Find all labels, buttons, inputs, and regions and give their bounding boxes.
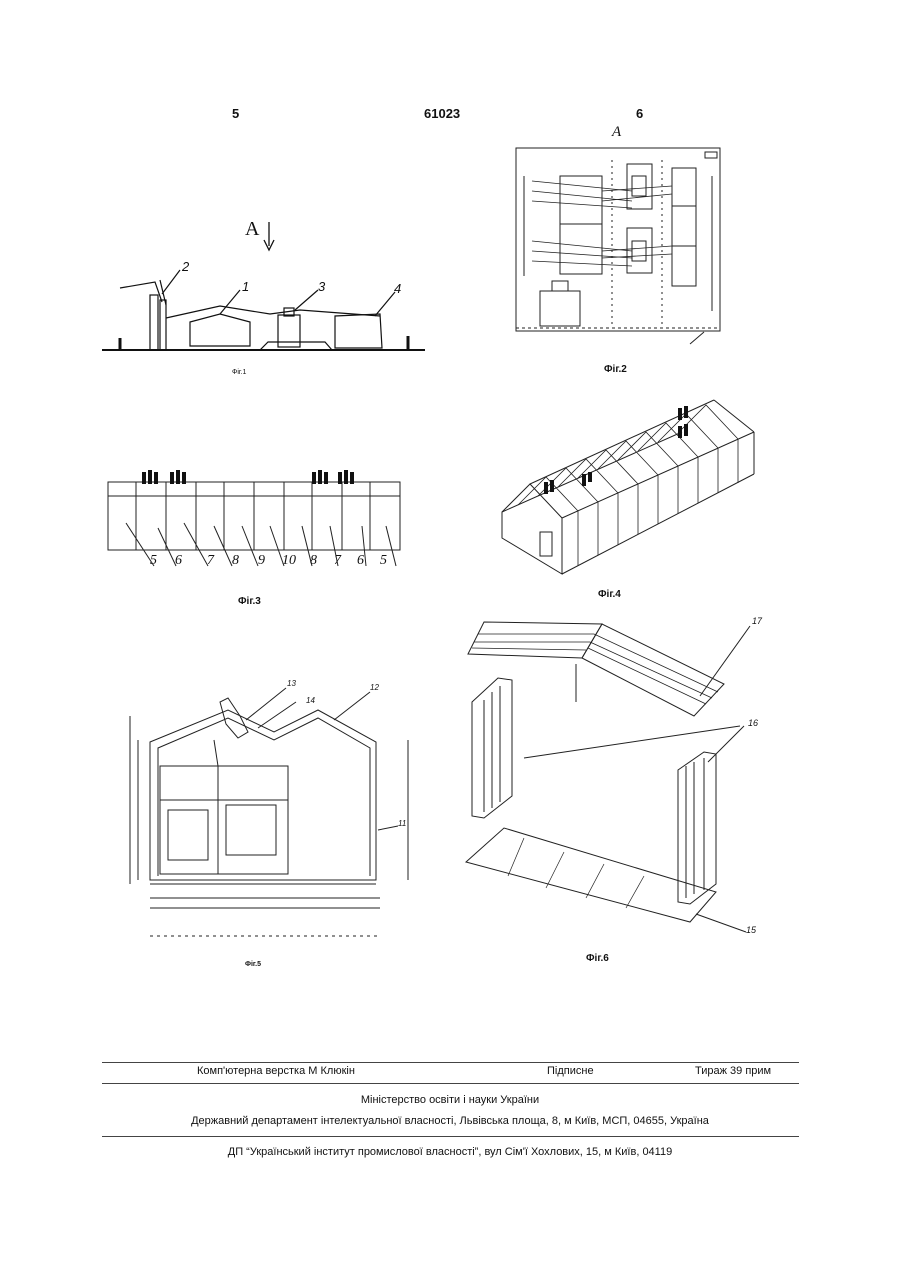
- footer-institute: ДП “Український інститут промислової вла…: [0, 1146, 900, 1158]
- fig1-view-label: А: [245, 218, 259, 241]
- patent-number: 61023: [424, 106, 460, 121]
- footer-typesetting: Комп'ютерна верстка М Клюкін: [197, 1065, 355, 1077]
- fig6-label-16: 16: [748, 718, 758, 728]
- fig3-caption: Фіг.3: [238, 596, 261, 607]
- fig3-label: 7: [207, 553, 214, 569]
- fig5-label-11: 11: [398, 819, 406, 828]
- fig6-label-17: 17: [752, 616, 762, 626]
- fig1-label-1: 1: [242, 279, 249, 294]
- footer-rule-top: [102, 1062, 799, 1063]
- fig2-view-label: А: [612, 124, 621, 141]
- fig2-drawing: [512, 146, 727, 351]
- fig3-label: 9: [258, 553, 265, 569]
- fig3-label: 5: [150, 553, 157, 569]
- fig3-label: 5: [380, 553, 387, 569]
- right-page-number: 6: [636, 106, 643, 121]
- fig4-caption: Фіг.4: [598, 589, 621, 600]
- fig5-drawing: [108, 680, 428, 942]
- fig6-drawing: [464, 612, 784, 944]
- fig3-label: 7: [334, 553, 341, 569]
- footer-ministry: Міністерство освіти і науки України: [0, 1094, 900, 1106]
- fig3-label: 6: [175, 553, 182, 569]
- fig5-label-13: 13: [287, 679, 296, 688]
- footer-subscription: Підписне: [547, 1065, 594, 1077]
- fig3-label: 6: [357, 553, 364, 569]
- fig3-labels: 5 6 7 8 9 10 8 7 6 5: [150, 553, 420, 573]
- footer-rule-bottom: [102, 1136, 799, 1137]
- fig5-label-12: 12: [370, 683, 379, 692]
- fig1-label-2: 2: [182, 259, 189, 274]
- fig1-view-arrow-icon: [262, 222, 276, 252]
- fig1-label-4: 4: [394, 281, 401, 296]
- fig1-caption: Фіг.1: [232, 369, 246, 376]
- fig6-caption: Фіг.6: [586, 953, 609, 964]
- footer-rule-middle: [102, 1083, 799, 1084]
- fig2-caption: Фіг.2: [604, 364, 627, 375]
- left-page-number: 5: [232, 106, 239, 121]
- fig3-label: 8: [310, 553, 317, 569]
- fig5-caption: Фіг.5: [245, 961, 261, 968]
- fig3-label: 8: [232, 553, 239, 569]
- fig4-drawing: [492, 392, 767, 587]
- fig1-label-3: 3: [318, 279, 325, 294]
- footer-department: Державний департамент інтелектуальної вл…: [0, 1115, 900, 1127]
- footer-circulation: Тираж 39 прим: [695, 1065, 771, 1077]
- fig3-label: 10: [282, 553, 296, 569]
- fig6-label-15: 15: [746, 925, 756, 935]
- fig5-label-14: 14: [306, 696, 315, 705]
